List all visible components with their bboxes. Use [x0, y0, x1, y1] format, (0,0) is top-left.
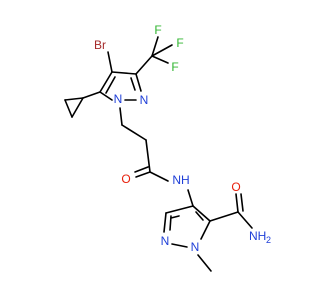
bond-cyclopropyl-c [71, 97, 84, 118]
atom-label-nh2: NH 2 [249, 229, 271, 245]
atom-label-nitrogen-pz2-n1: N [191, 240, 200, 254]
bond-pz1-c5-c4 [99, 71, 113, 93]
bond-c-o-amide-double [134, 166, 149, 173]
atom-labels: Br F F F N N O NH O NH 2 N N [94, 23, 271, 254]
bond-carboxamide-n [237, 211, 253, 229]
bond-c3-cf3 [135, 55, 153, 75]
bond-pz2-c3-c4-double [170, 215, 180, 219]
atom-label-nitrogen-pz1-n2: N [140, 93, 149, 107]
bond-pz2-c4-c3 [165, 205, 194, 214]
bond-pz2-c4-c5 [192, 205, 211, 222]
bond-ch2-c-amide [145, 139, 151, 173]
bond-ch2-ch2 [121, 124, 147, 141]
bond-pz1-c5-c4-double [105, 76, 116, 94]
atom-label-nh2-main: NH [249, 229, 266, 243]
bond-pz1-n1-c5 [99, 91, 113, 101]
bonds [64, 36, 253, 272]
bond-c5-carboxamide [209, 211, 239, 222]
bond-pz2-n2-n1 [171, 243, 188, 248]
bond-cyclopropyl-link [82, 91, 101, 99]
atom-label-fluorine-3: F [171, 60, 178, 74]
bond-n1-ch2 [119, 107, 123, 126]
atom-label-nitrogen-pz1-n1: N [114, 92, 123, 106]
bond-nh-c4 [187, 189, 194, 207]
bond-pz1-c4-c3 [111, 71, 137, 75]
atom-label-oxygen-carboxamide: O [231, 180, 240, 194]
bond-cf3-f2 [151, 44, 173, 57]
bond-c4-br [107, 51, 113, 73]
bond-pz2-c5-c4-double [195, 211, 204, 221]
bond-cyclopropyl-b [64, 99, 73, 118]
atom-label-fluorine-2: F [176, 36, 183, 50]
bond-cf3-f3 [151, 55, 169, 64]
atom-label-bromine: Br [94, 38, 106, 52]
bond-cf3-f1 [151, 36, 159, 57]
atom-label-nh-amide: NH [172, 173, 189, 187]
bond-pz2-n1-c5 [200, 220, 211, 240]
molecule-structure: Br F F F N N O NH O NH 2 N N [64, 23, 271, 272]
atom-label-nitrogen-pz2-n2: N [161, 234, 170, 248]
bond-carboxamide-o-double [240, 193, 244, 212]
bond-carboxamide-o [235, 193, 239, 213]
atom-label-nh2-subscript: 2 [266, 235, 271, 245]
atom-label-fluorine-1: F [154, 23, 161, 37]
bond-c-o-amide [135, 171, 151, 178]
bond-cyclopropyl-a [64, 97, 84, 101]
atom-label-oxygen-amide: O [121, 172, 130, 186]
bond-pz2-c3-n2 [163, 212, 167, 233]
bond-pz2-c3-n2-double [169, 215, 172, 231]
bond-pz1-c3-n2-double [130, 77, 136, 91]
bond-pz1-c3-n2 [135, 73, 142, 92]
bond-n1-methyl [197, 254, 212, 272]
bond-c-nh-amide [149, 171, 169, 182]
